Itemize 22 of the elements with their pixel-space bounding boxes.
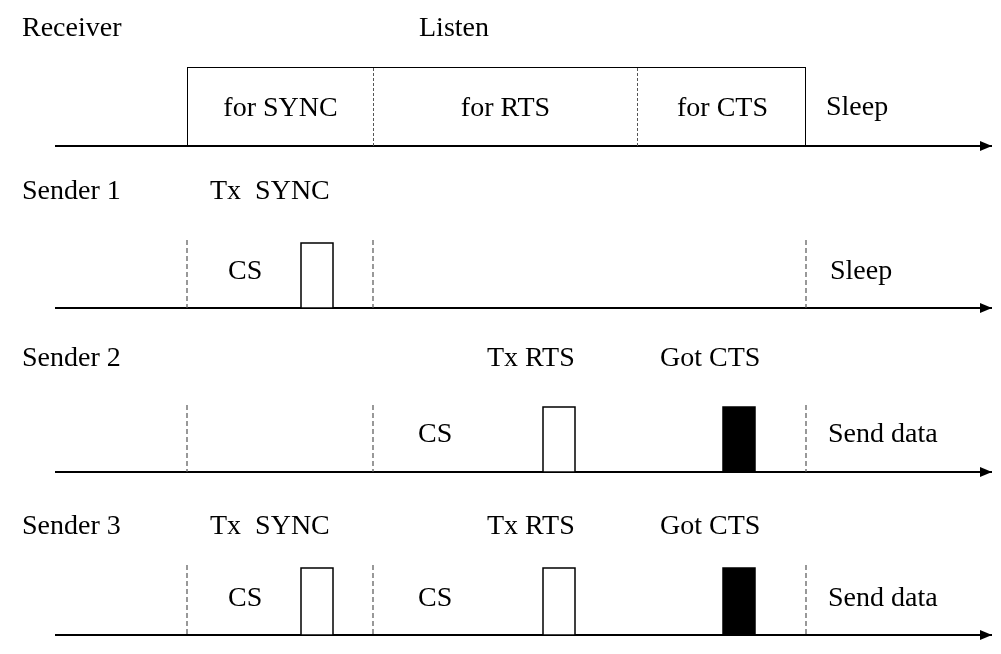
state-label: CS: [228, 256, 263, 284]
row-label: Sender 1: [22, 176, 121, 204]
period-heading: Listen: [419, 13, 489, 41]
state-label: CS: [418, 583, 453, 611]
slot-label: for RTS: [460, 93, 551, 121]
row-label: Receiver: [22, 13, 122, 41]
state-label: Send data: [828, 419, 938, 447]
row-label: Sender 3: [22, 511, 121, 539]
event-label: Tx SYNC: [210, 176, 330, 204]
slot-label: for CTS: [677, 93, 768, 121]
state-label: Sleep: [830, 256, 893, 284]
slot-label: for SYNC: [223, 93, 338, 121]
event-label: Tx RTS: [487, 343, 575, 371]
event-label: Got CTS: [660, 511, 761, 539]
state-label: Send data: [828, 583, 938, 611]
event-label: Tx RTS: [487, 511, 575, 539]
state-label: Sleep: [826, 92, 889, 120]
state-label: CS: [228, 583, 263, 611]
row-label: Sender 2: [22, 343, 121, 371]
event-label: Got CTS: [660, 343, 761, 371]
state-label: CS: [418, 419, 453, 447]
event-label: Tx SYNC: [210, 511, 330, 539]
